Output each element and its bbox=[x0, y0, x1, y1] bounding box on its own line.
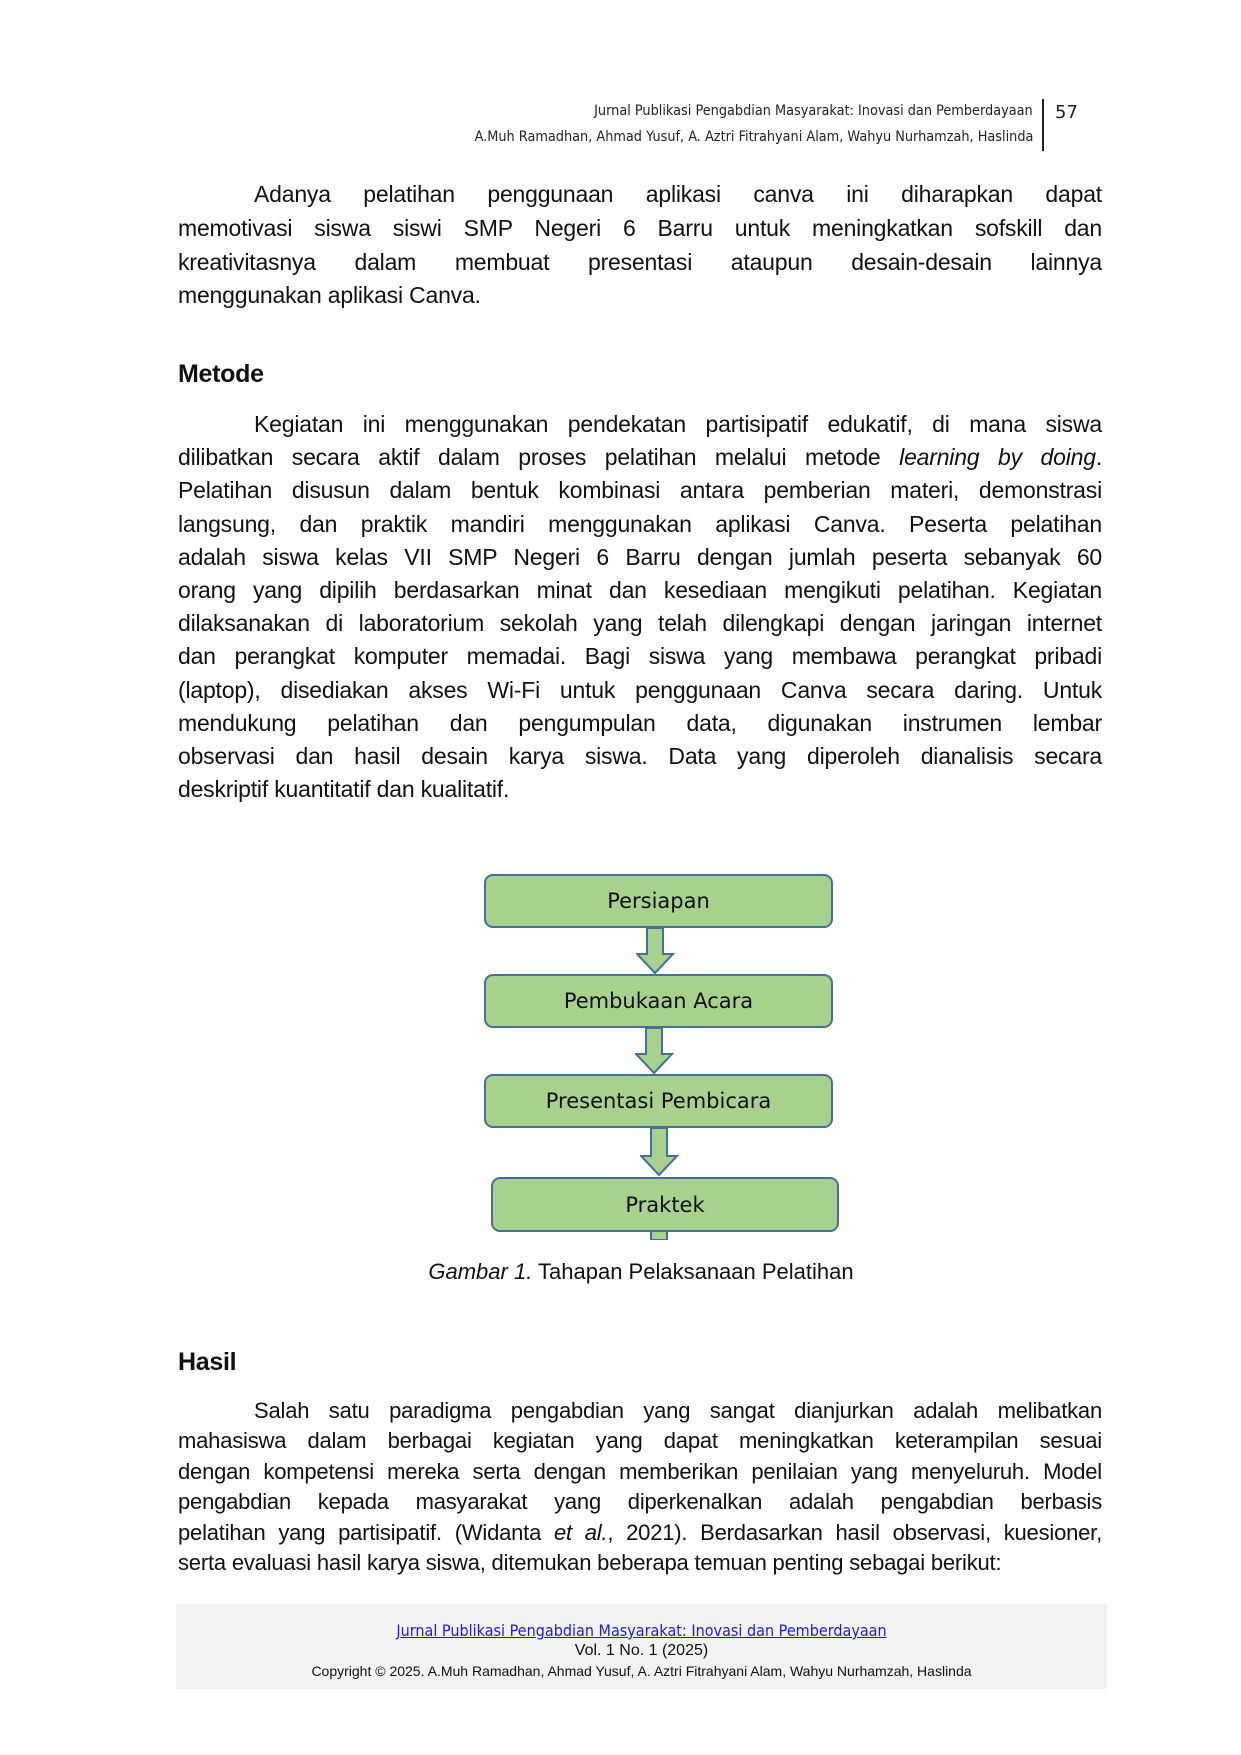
down-arrow-icon bbox=[635, 1027, 675, 1075]
text-segment: . bbox=[1095, 444, 1102, 471]
running-header-journal: Jurnal Publikasi Pengabdian Masyarakat: … bbox=[594, 103, 1033, 119]
text-line: memotivasi siswa siswi SMP Negeri 6 Barr… bbox=[178, 214, 1102, 241]
figure-caption: Gambar 1. Tahapan Pelaksanaan Pelatihan bbox=[0, 1259, 1241, 1285]
journal-link[interactable]: Jurnal Publikasi Pengabdian Masyarakat: … bbox=[396, 1621, 887, 1640]
flow-step-pembukaan-acara: Pembukaan Acara bbox=[484, 974, 833, 1028]
arrow-stub bbox=[650, 1231, 668, 1240]
text-segment: , 2021). Berdasarkan hasil observasi, ku… bbox=[607, 1519, 1102, 1545]
text-line: pelatihan yang partisipatif. (Widanta et… bbox=[178, 1518, 1102, 1548]
text-line: adalah siswa kelas VII SMP Negeri 6 Barr… bbox=[178, 543, 1102, 570]
caption-text: Tahapan Pelaksanaan Pelatihan bbox=[532, 1259, 854, 1284]
down-arrow-icon bbox=[640, 1127, 680, 1177]
flow-step-praktek: Praktek bbox=[491, 1177, 839, 1232]
text-line: serta evaluasi hasil karya siswa, ditemu… bbox=[178, 1549, 1002, 1575]
section-heading-metode: Metode bbox=[178, 360, 264, 388]
text-segment: dilibatkan secara aktif dalam proses pel… bbox=[178, 444, 900, 471]
text-line: dilaksanakan di laboratorium sekolah yan… bbox=[178, 610, 1102, 637]
page-footer: Jurnal Publikasi Pengabdian Masyarakat: … bbox=[176, 1604, 1107, 1689]
flow-step-persiapan: Persiapan bbox=[484, 874, 833, 928]
text-line: langsung, dan praktik mandiri menggunaka… bbox=[178, 510, 1102, 537]
text-line: deskriptif kuantitatif dan kualitatif. bbox=[178, 776, 510, 803]
text-line: menggunakan aplikasi Canva. bbox=[178, 282, 481, 309]
text-line: observasi dan hasil desain karya siswa. … bbox=[178, 742, 1102, 769]
text-line: dan perangkat komputer memadai. Bagi sis… bbox=[178, 643, 1102, 670]
text-line: dengan kompetensi mereka serta dengan me… bbox=[178, 1458, 1102, 1484]
flow-step-presentasi-pembicara: Presentasi Pembicara bbox=[484, 1074, 833, 1128]
text-line: orang yang dipilih berdasarkan minat dan… bbox=[178, 576, 1102, 603]
volume-info: Vol. 1 No. 1 (2025) bbox=[574, 1642, 709, 1659]
text-line: mendukung pelatihan dan pengumpulan data… bbox=[178, 709, 1102, 736]
italic-text: learning by doing bbox=[899, 444, 1096, 471]
down-arrow-icon bbox=[636, 927, 676, 975]
text-line: (laptop), disediakan akses Wi-Fi untuk p… bbox=[178, 676, 1102, 703]
text-line: Salah satu paradigma pengabdian yang san… bbox=[254, 1398, 1102, 1423]
intro-paragraph: Adanya pelatihan penggunaan aplikasi can… bbox=[178, 178, 1102, 313]
hasil-paragraph: Salah satu paradigma pengabdian yang san… bbox=[178, 1396, 1102, 1578]
text-line: Pelatihan disusun dalam bentuk kombinasi… bbox=[178, 477, 1102, 504]
text-line: dilibatkan secara aktif dalam proses pel… bbox=[178, 441, 1102, 474]
text-line: kreativitasnya dalam membuat presentasi … bbox=[178, 248, 1102, 275]
copyright-text: Copyright © 2025. A.Muh Ramadhan, Ahmad … bbox=[311, 1663, 972, 1679]
text-line: pengabdian kepada masyarakat yang diperk… bbox=[178, 1489, 1102, 1515]
italic-text: et al. bbox=[553, 1519, 608, 1545]
caption-label: Gambar 1. bbox=[428, 1259, 533, 1284]
text-line: Adanya pelatihan penggunaan aplikasi can… bbox=[254, 181, 1102, 207]
header-divider bbox=[1042, 99, 1044, 151]
text-line: Kegiatan ini menggunakan pendekatan part… bbox=[254, 411, 1102, 437]
section-heading-hasil: Hasil bbox=[178, 1348, 237, 1376]
running-header-authors: A.Muh Ramadhan, Ahmad Yusuf, A. Aztri Fi… bbox=[474, 129, 1033, 145]
page-number: 57 bbox=[1055, 102, 1078, 123]
text-line: mahasiswa dalam berbagai kegiatan yang d… bbox=[178, 1428, 1102, 1454]
text-segment: pelatihan yang partisipatif. (Widanta bbox=[178, 1519, 554, 1545]
metode-paragraph: Kegiatan ini menggunakan pendekatan part… bbox=[178, 408, 1102, 806]
